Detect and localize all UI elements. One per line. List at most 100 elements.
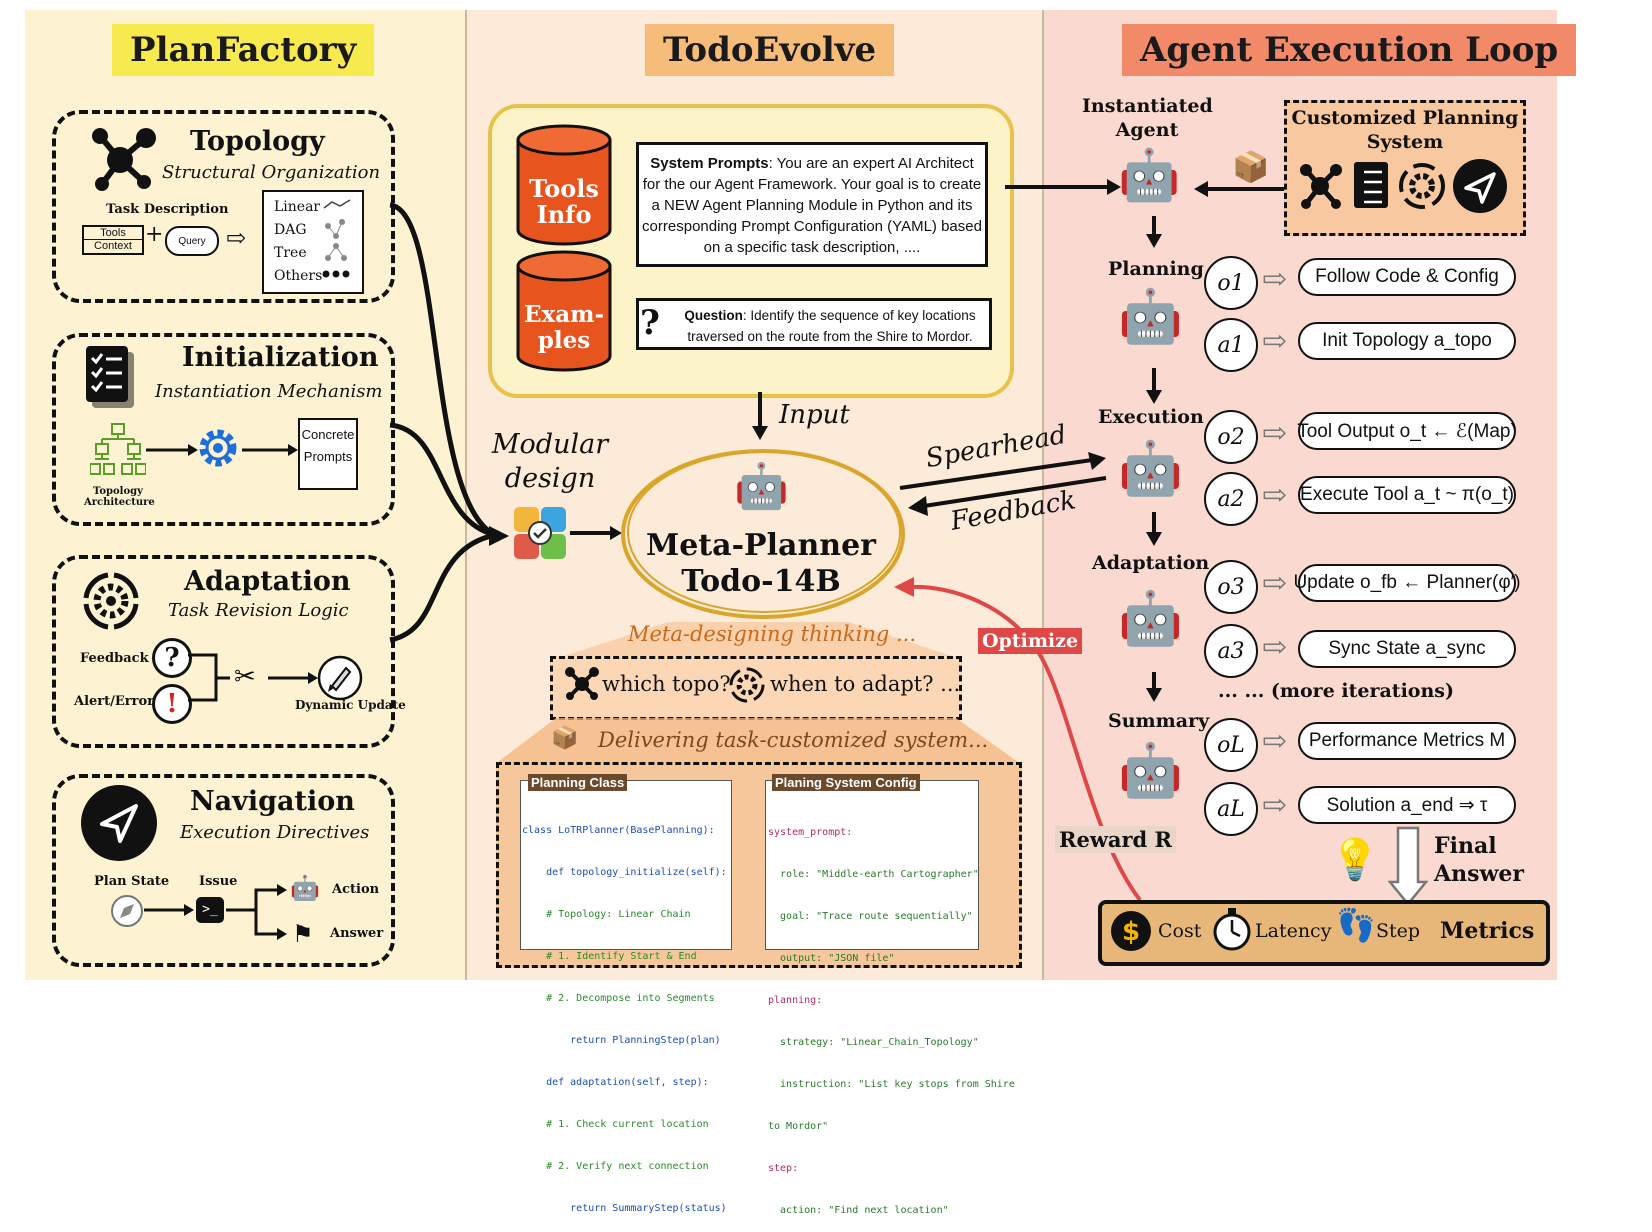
customized-system-label: Customized Planning System — [1291, 107, 1519, 153]
system-icons — [1300, 159, 1507, 213]
adaptation-flow — [188, 653, 318, 702]
code-line: return PlanningStep(plan) — [522, 1035, 721, 1046]
checklist-icon — [86, 346, 134, 408]
tools-label: Tools — [84, 227, 142, 240]
summary-robot-icon: 🤖 — [1118, 741, 1183, 801]
arrow-icon: ⇨ — [1262, 788, 1288, 823]
config-line: role: "Middle-earth Cartographer" — [768, 869, 979, 880]
navigation-box — [52, 774, 395, 967]
arrow-icon: ⇨ — [1262, 324, 1288, 359]
meta-planner-robot-icon: 🤖 — [734, 461, 789, 512]
config-line: to Mordor" — [768, 1121, 829, 1132]
system-prompt-bubble: System Prompts: You are an expert AI Arc… — [636, 142, 988, 267]
converge-arrows — [389, 202, 509, 643]
delivering-label: Delivering task-customized system... — [598, 728, 989, 752]
summary-stage-label: Summary — [1108, 710, 1210, 732]
topology-icon — [1300, 164, 1342, 209]
system-to-agent-arrow — [1194, 181, 1284, 197]
planning-class-title: Planning Class — [528, 774, 628, 791]
footsteps-icon: 👣 — [1336, 906, 1376, 944]
gear-icon — [199, 429, 237, 467]
step-label: Step — [1376, 920, 1421, 942]
rocket-icon — [317, 655, 363, 701]
more-iterations-label: ... ... (more iterations) — [1218, 680, 1454, 702]
plus-sign: + — [145, 222, 164, 247]
agent-robot-icon: 🤖 — [1118, 146, 1181, 204]
step-pill: Sync State a_sync — [1298, 630, 1516, 668]
topology-subtitle: Structural Organization — [162, 162, 381, 183]
arrow-icon: ⇨ — [226, 224, 247, 252]
divider — [1042, 10, 1044, 980]
topology-types-list: Linear DAG Tree Others — [274, 196, 322, 288]
code-line: return SummaryStep(status) — [522, 1203, 727, 1214]
adaptation-subtitle: Task Revision Logic — [168, 600, 349, 621]
question-label: Question — [684, 308, 743, 323]
step-pill: Init Topology a_topo — [1298, 322, 1516, 360]
question-icon: ? — [152, 638, 192, 678]
navigation-icon — [81, 785, 157, 861]
terminal-icon: >_ — [196, 897, 224, 923]
answer-label: Answer — [330, 926, 384, 941]
meta-planner-title: Meta-Planner Todo-14B — [626, 528, 896, 600]
execution-robot-icon: 🤖 — [1118, 439, 1183, 499]
arrow-icon: ⇨ — [1262, 630, 1288, 665]
tools-info-label: Tools Info — [529, 174, 599, 229]
tools-info-cylinder — [516, 124, 612, 246]
config-line: instruction: "List key stops from Shire — [768, 1079, 1015, 1090]
config-line: planning: — [768, 995, 823, 1006]
metrics-label: Metrics — [1440, 918, 1535, 944]
step-pill: Solution a_end ⇒ τ — [1298, 786, 1516, 824]
action-label: Action — [332, 882, 380, 897]
code-line: def topology_initialize(self): — [522, 867, 727, 878]
when-adapt-text: when to adapt? ... — [770, 672, 961, 696]
arrow-icon: ⇨ — [1262, 566, 1288, 601]
stopwatch-icon — [1213, 908, 1251, 951]
todoevolve-title: TodoEvolve — [645, 24, 895, 76]
which-topo-text: which topo? — [602, 672, 731, 696]
arrow-icon: ⇨ — [1262, 262, 1288, 297]
final-answer-label: Final Answer — [1434, 833, 1524, 887]
topology-type: Linear — [274, 199, 321, 215]
planning-config-code: system_prompt: role: "Middle-earth Carto… — [768, 798, 1015, 1232]
input-arrow — [752, 392, 768, 440]
navigation-subtitle: Execution Directives — [180, 822, 370, 843]
svg-text:$: $ — [1122, 917, 1140, 947]
compass-icon — [111, 895, 143, 927]
tools-context-box: Tools Context — [82, 225, 144, 255]
issue-label: Issue — [199, 874, 238, 889]
code-line: # 1. Check current location — [522, 1119, 709, 1130]
action-circle: a3 — [1204, 624, 1258, 678]
planning-config-card — [765, 780, 979, 950]
robot-icon: 🤖 — [290, 874, 320, 902]
config-line: system_prompt: — [768, 827, 853, 838]
context-label: Context — [94, 240, 132, 252]
arrow-icon: ⇨ — [1262, 478, 1288, 513]
obs-circle: oL — [1204, 718, 1258, 772]
topology-title: Topology — [190, 126, 325, 157]
reward-label: Reward R — [1055, 826, 1177, 853]
final-answer-arrow — [1388, 826, 1428, 906]
thinking-cone — [558, 622, 958, 658]
code-line: # 2. Verify next connection — [522, 1161, 709, 1172]
tools-icon: ✂ — [234, 662, 256, 692]
dynamic-update-label: Dynamic Update — [295, 698, 406, 712]
obs-circle: o2 — [1204, 410, 1258, 464]
initialization-title: Initialization — [182, 342, 379, 373]
step-pill: Performance Metrics M — [1298, 722, 1516, 760]
topology-small-icon — [565, 667, 599, 700]
code-line: # Topology: Linear Chain — [522, 909, 691, 920]
obs-circle: o3 — [1204, 560, 1258, 614]
meta-planner-ellipse — [621, 449, 905, 619]
modular-arrow — [570, 526, 622, 540]
planfactory-title: PlanFactory — [112, 24, 375, 76]
latency-label: Latency — [1255, 920, 1332, 942]
plan-state-label: Plan State — [94, 874, 170, 889]
planning-class-code: class LoTRPlanner(BasePlanning): def top… — [522, 796, 727, 1230]
action-circle: a2 — [1204, 472, 1258, 526]
planning-stage-label: Planning — [1108, 258, 1204, 280]
flag-icon: ⚑ — [292, 920, 314, 948]
puzzle-icon — [514, 507, 566, 559]
navigation-title: Navigation — [190, 786, 355, 817]
execution-stage-label: Execution — [1098, 406, 1204, 428]
arrow-icon: ⇨ — [1262, 416, 1288, 451]
